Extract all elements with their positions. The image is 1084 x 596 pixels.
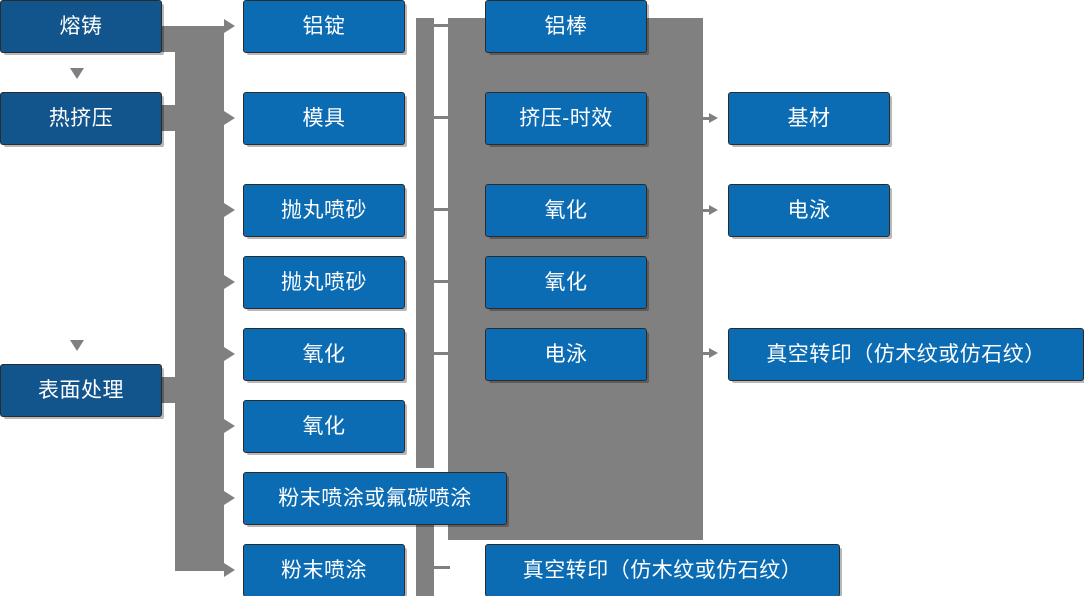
material-label-powder-coating: 粉末喷涂	[281, 558, 367, 582]
stage-label-hot-extrude: 热挤压	[48, 106, 114, 130]
output-label-vacuum-transfer: 真空转印（仿木纹或仿石纹）	[766, 342, 1046, 366]
arrowhead-to-base-material	[709, 113, 718, 123]
arrowhead-to-shot-blast-2	[224, 275, 235, 289]
material-box-shot-blast-1[interactable]: 抛丸喷砂	[243, 184, 405, 237]
arrowhead-to-powder-coating	[224, 563, 235, 577]
arrow-stem-vacuum-transfer	[703, 352, 711, 355]
process-label-oxidation-1: 氧化	[544, 198, 588, 222]
arrow-stem-base-material	[703, 117, 711, 120]
stage-box-surface-treatment[interactable]: 表面处理	[0, 364, 162, 417]
arrowhead-to-shot-blast-1	[224, 203, 235, 217]
material-label-aluminum-ingot: 铝锭	[302, 14, 346, 38]
process-label-oxidation-2: 氧化	[544, 270, 588, 294]
material-box-shot-blast-2[interactable]: 抛丸喷砂	[243, 256, 405, 309]
material-label-shot-blast-1: 抛丸喷砂	[281, 198, 367, 222]
output-box-base-material[interactable]: 基材	[728, 92, 890, 145]
connector-bridge-2	[434, 116, 450, 119]
process-box-aluminum-bar[interactable]: 铝棒	[485, 0, 647, 53]
arrowhead-to-aluminum-ingot	[224, 19, 235, 33]
connector-bridge-3	[434, 208, 450, 211]
arrowhead-to-mold	[224, 111, 235, 125]
material-box-oxidation-1[interactable]: 氧化	[243, 328, 405, 381]
process-box-vacuum-transfer[interactable]: 真空转印（仿木纹或仿石纹）	[485, 544, 840, 596]
material-box-mold[interactable]: 模具	[243, 92, 405, 145]
arrow-down-melt-cast	[70, 68, 84, 79]
stage-box-hot-extrude[interactable]: 热挤压	[0, 92, 162, 145]
connector-band-stage-extrude-stub	[160, 105, 224, 131]
material-label-oxidation-1: 氧化	[302, 342, 346, 366]
output-label-electrophoresis: 电泳	[787, 198, 831, 222]
process-box-extrude-aging[interactable]: 挤压-时效	[485, 92, 647, 145]
arrow-down-hot-extrude	[70, 340, 84, 351]
process-box-oxidation-2[interactable]: 氧化	[485, 256, 647, 309]
arrowhead-to-oxidation-2	[224, 419, 235, 433]
process-label-vacuum-transfer: 真空转印（仿木纹或仿石纹）	[522, 558, 803, 582]
arrowhead-to-vacuum-transfer	[709, 348, 718, 358]
process-box-electrophoresis[interactable]: 电泳	[485, 328, 647, 381]
material-label-shot-blast-2: 抛丸喷砂	[281, 270, 367, 294]
material-label-oxidation-2: 氧化	[302, 414, 346, 438]
material-box-aluminum-ingot[interactable]: 铝锭	[243, 0, 405, 53]
output-box-electrophoresis[interactable]: 电泳	[728, 184, 890, 237]
connector-bridge-4	[434, 280, 450, 283]
arrow-stem-electrophoresis	[703, 209, 711, 212]
arrowhead-to-electrophoresis	[709, 205, 718, 215]
output-box-vacuum-transfer[interactable]: 真空转印（仿木纹或仿石纹）	[728, 328, 1084, 381]
stage-label-melt-cast: 熔铸	[59, 14, 103, 38]
process-label-aluminum-bar: 铝棒	[544, 14, 588, 38]
material-box-powder-or-fluorocarbon[interactable]: 粉末喷涂或氟碳喷涂	[243, 472, 507, 525]
connector-bridge-1	[434, 24, 450, 27]
process-box-oxidation-1[interactable]: 氧化	[485, 184, 647, 237]
material-label-mold: 模具	[302, 106, 346, 130]
stage-box-melt-cast[interactable]: 熔铸	[0, 0, 162, 53]
connector-band-stage-surface-stub	[160, 377, 224, 403]
arrowhead-to-powder-or-fluorocarbon	[224, 491, 235, 505]
output-label-base-material: 基材	[787, 106, 831, 130]
connector-bridge-6	[434, 566, 450, 569]
material-box-powder-coating[interactable]: 粉末喷涂	[243, 544, 405, 596]
material-label-powder-or-fluorocarbon: 粉末喷涂或氟碳喷涂	[278, 486, 472, 510]
arrowhead-to-oxidation-1	[224, 347, 235, 361]
material-box-oxidation-2[interactable]: 氧化	[243, 400, 405, 453]
connector-spine-mid-upper	[416, 18, 434, 468]
connector-bridge-5	[434, 352, 450, 355]
process-label-electrophoresis: 电泳	[544, 342, 588, 366]
stage-label-surface-treatment: 表面处理	[38, 378, 124, 402]
process-label-extrude-aging: 挤压-时效	[519, 106, 613, 130]
